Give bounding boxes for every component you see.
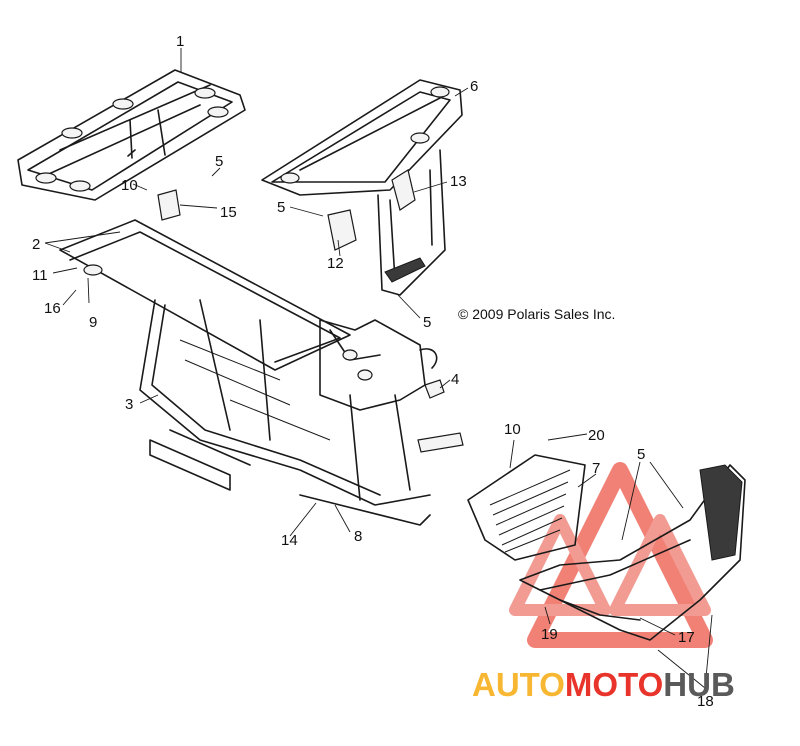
callout-3: 3 <box>125 396 133 413</box>
callout-11: 11 <box>32 267 48 284</box>
callout-6: 6 <box>470 78 478 95</box>
callout-8: 8 <box>354 528 362 545</box>
bracket-13 <box>391 169 416 211</box>
bracket-15 <box>157 189 181 221</box>
callout-13: 13 <box>450 173 467 190</box>
callout-18: 18 <box>697 693 714 710</box>
copyright-notice: © 2009 Polaris Sales Inc. <box>458 306 615 322</box>
callout-5d: 5 <box>637 446 645 463</box>
shock-cylinder <box>417 432 464 453</box>
bracket-12 <box>327 209 357 251</box>
callout-2: 2 <box>32 236 40 253</box>
watermark-word-hub: HUB <box>663 666 735 703</box>
watermark-logo <box>509 462 713 648</box>
callout-20: 20 <box>588 427 605 444</box>
callout-9: 9 <box>89 314 97 331</box>
watermark-word-moto: MOTO <box>565 666 663 703</box>
callout-5b: 5 <box>277 199 285 216</box>
watermark-word-auto: AUTO <box>472 666 565 703</box>
callout-16: 16 <box>44 300 61 317</box>
callout-5c: 5 <box>423 314 431 331</box>
callout-7: 7 <box>592 460 600 477</box>
callout-10b: 10 <box>504 421 521 438</box>
callout-17: 17 <box>678 629 695 646</box>
rear-rack <box>17 69 246 201</box>
front-grille <box>467 454 586 561</box>
front-rack <box>261 79 463 296</box>
svg-text:AUTOMOTOHUB: AUTOMOTOHUB <box>472 666 735 703</box>
callout-5a: 5 <box>215 153 223 170</box>
callout-labels: 1 2 3 4 5 5 5 5 6 7 8 9 10 10 11 12 13 1… <box>32 33 714 710</box>
callout-10a: 10 <box>121 177 138 194</box>
callout-15: 15 <box>220 204 237 221</box>
callout-14: 14 <box>281 532 298 549</box>
callout-4: 4 <box>451 371 459 388</box>
callout-12: 12 <box>327 255 344 272</box>
callout-19: 19 <box>541 626 558 643</box>
main-frame <box>59 219 438 526</box>
front-fascia <box>519 464 746 641</box>
callout-1: 1 <box>176 33 184 50</box>
block-4 <box>424 379 445 399</box>
watermark-wordmark: AUTOMOTOHUB <box>472 666 735 703</box>
leader-lines <box>44 48 713 689</box>
